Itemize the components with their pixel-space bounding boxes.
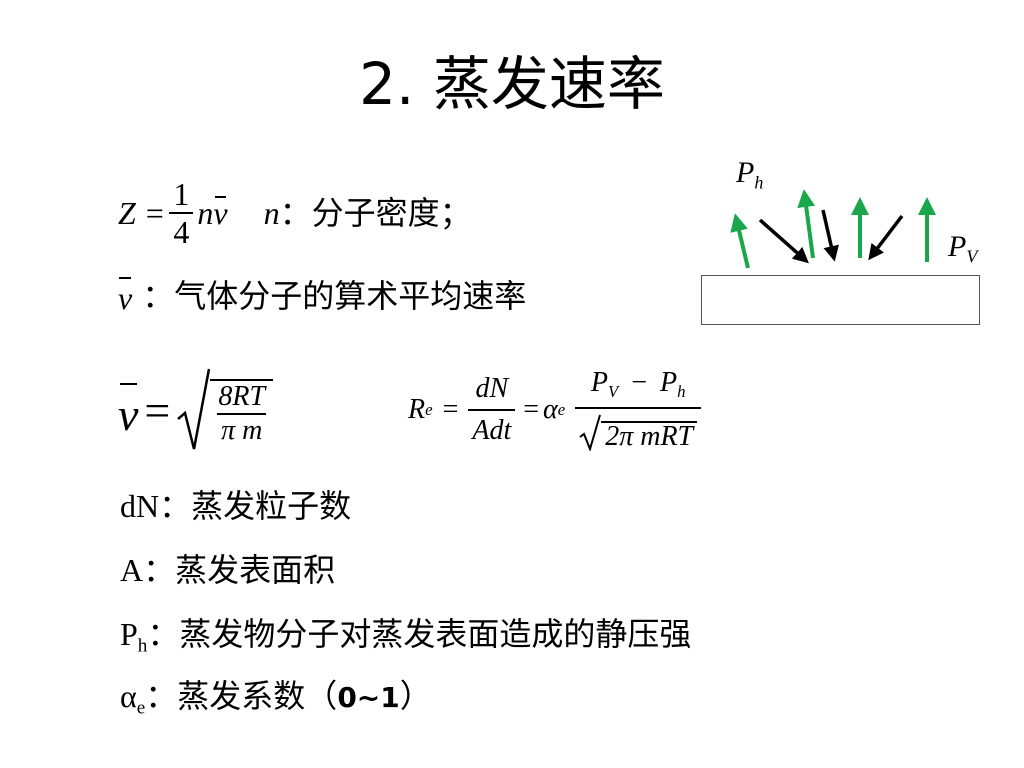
pv-symbol: P xyxy=(590,367,608,399)
vbar-sqrt-radicand: 8RT π m xyxy=(210,379,274,445)
definition-text: ：蒸发物分子对蒸发表面造成的静压强 xyxy=(147,615,692,653)
z-formula-lhs: Z = xyxy=(118,195,166,231)
ph-symbol: P xyxy=(660,367,678,399)
vbar-formula: v = 8RT π m xyxy=(118,360,274,460)
impinging-molecule-arrow xyxy=(821,209,839,262)
z-formula-vbar: v xyxy=(213,195,228,231)
definition-term-sub: h xyxy=(137,635,148,657)
impinging-molecule-arrow xyxy=(868,214,904,261)
evaporating-molecule-arrow xyxy=(797,189,816,259)
ph-label-symbol: P xyxy=(736,156,755,189)
vbar-fraction: 8RT π m xyxy=(214,383,269,445)
z-fraction-denominator: 4 xyxy=(169,212,194,248)
radical-sign-icon xyxy=(177,368,211,450)
pv-symbol-sub: V xyxy=(607,382,619,402)
ph-label-sub: h xyxy=(754,172,764,193)
definition-term: P xyxy=(120,616,138,652)
pv-label-sub: V xyxy=(966,246,978,267)
evaporation-surface xyxy=(701,275,980,325)
impinging-molecule-arrow xyxy=(758,218,809,264)
re-fraction-2-numerator: PV − Ph xyxy=(587,369,690,407)
re-formula-lhs: R xyxy=(408,394,426,425)
pv-label-symbol: P xyxy=(948,230,967,263)
z-formula-line: Z = 1 4 n v n ：分子密度； xyxy=(118,168,472,258)
re-fraction-1: dN Adt xyxy=(468,373,516,445)
z-fraction-numerator: 1 xyxy=(173,176,190,212)
vbar-formula-eq: = xyxy=(144,384,171,436)
re-fraction-2-denominator: 2π mRT xyxy=(575,406,702,451)
definition-range: 0~1 xyxy=(337,681,400,714)
definition-alpha: αe：蒸发系数（0~1） xyxy=(120,676,432,729)
z-formula-n: n xyxy=(197,195,214,231)
re-formula: R e = dN Adt = α e PV − Ph 2π mRT xyxy=(408,362,702,458)
alpha-symbol: α xyxy=(543,394,558,425)
n-note-text: ：分子密度； xyxy=(279,194,472,232)
definition-text: ：蒸发表面积 xyxy=(143,551,336,589)
ph-symbol-sub: h xyxy=(677,382,686,402)
re-fraction-1-denominator: Adt xyxy=(468,409,516,445)
vbar-formula-lhs: v xyxy=(118,380,138,441)
re-formula-lhs-sub: e xyxy=(425,400,433,419)
n-note-variable: n xyxy=(263,195,280,231)
vbar-sqrt: 8RT π m xyxy=(176,367,274,453)
re-formula-eq1: = xyxy=(442,394,459,425)
re-fraction-2: PV − Ph 2π mRT xyxy=(575,369,702,451)
evaporation-arrows xyxy=(730,189,936,269)
evaporation-diagram: Ph PV xyxy=(690,150,1010,335)
vbar-symbol: v xyxy=(118,274,132,318)
definition-term: α xyxy=(120,678,137,714)
vbar-fraction-denominator: π m xyxy=(217,413,267,445)
definition-text: ：蒸发粒子数 xyxy=(159,487,352,525)
pv-label: PV xyxy=(948,230,977,273)
radical-sign-icon xyxy=(579,414,602,451)
z-fraction: 1 4 xyxy=(169,176,194,248)
vbar-description-line: v ：气体分子的算术平均速率 xyxy=(118,272,526,320)
slide-title: 2. 蒸发速率 xyxy=(359,50,665,118)
ph-label: Ph xyxy=(736,156,763,199)
definition-term: dN xyxy=(120,488,160,524)
definition-text: ：蒸发系数（ xyxy=(145,677,338,715)
re-fraction-1-numerator: dN xyxy=(475,373,509,404)
definition-tail: ） xyxy=(399,677,432,715)
vbar-description-text: ：气体分子的算术平均速率 xyxy=(142,277,527,315)
definition-dn: dN：蒸发粒子数 xyxy=(120,486,351,526)
re-fraction-2-radicand: 2π mRT xyxy=(601,420,698,451)
definition-term: A xyxy=(120,552,144,588)
definition-a: A：蒸发表面积 xyxy=(120,550,335,590)
alpha-symbol-sub: e xyxy=(557,400,566,419)
evaporating-molecule-arrow xyxy=(730,213,750,269)
vbar-fraction-numerator: 8RT xyxy=(218,381,266,412)
re-formula-eq2: = xyxy=(523,394,540,425)
definition-ph: Ph：蒸发物分子对蒸发表面造成的静压强 xyxy=(120,614,691,667)
minus-sign: − xyxy=(631,367,647,399)
definition-term-sub: e xyxy=(136,697,146,719)
